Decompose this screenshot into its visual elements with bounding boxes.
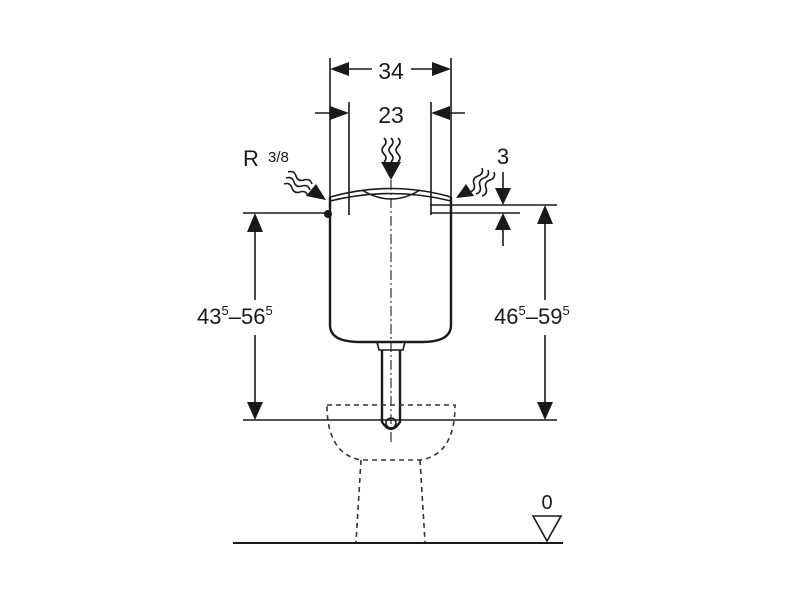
floor-level-marker-icon — [531, 515, 563, 543]
dimension-3-label: 3 — [497, 144, 509, 169]
dimension-height-left: 435–565 — [197, 212, 325, 420]
connection-label: R — [243, 146, 259, 171]
dimension-height-right: 465–595 — [430, 204, 570, 420]
dimension-23-label: 23 — [378, 102, 404, 128]
water-inlet-top-arrow-icon — [381, 137, 401, 180]
floor-level-label: 0 — [541, 492, 552, 514]
connection-fraction: 3/8 — [268, 149, 289, 166]
water-inlet-right-arrow-icon — [456, 167, 496, 198]
water-inlet-left-arrow-icon — [283, 170, 326, 200]
dimension-34-label: 34 — [378, 58, 404, 84]
flush-pipe — [376, 341, 406, 431]
height-right-label: 465–595 — [494, 303, 570, 329]
dimension-23: 23 — [315, 102, 465, 215]
cistern-tank — [324, 187, 453, 344]
dimension-3: 3 — [495, 144, 511, 246]
toilet-bowl-outline — [326, 404, 456, 543]
height-left-label: 435–565 — [197, 303, 273, 329]
dimension-34: 34 — [329, 58, 452, 200]
